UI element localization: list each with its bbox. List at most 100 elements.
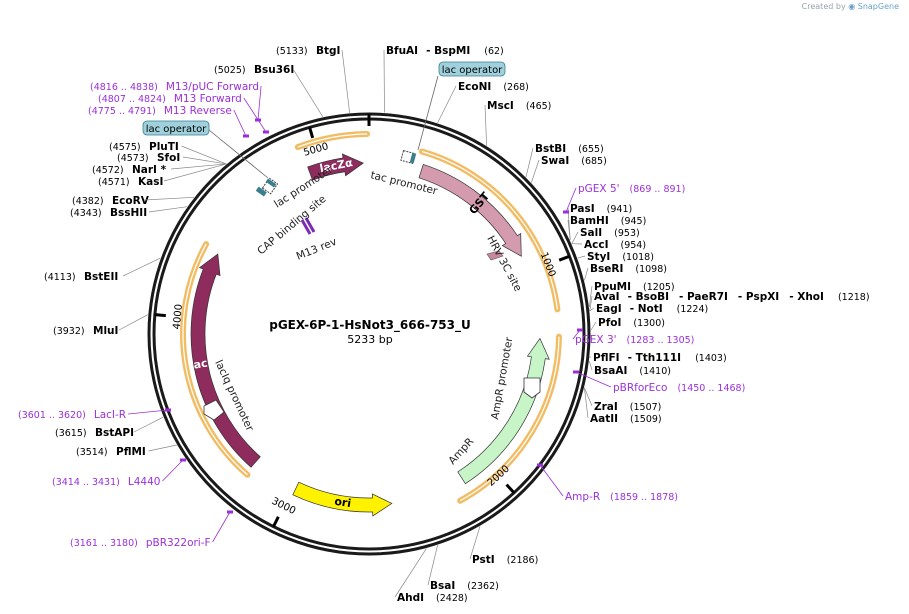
enzyme-pos-sfoi: (4573) [117,153,149,164]
orf-glow-core-2 [459,336,560,502]
enzyme-swai: SwaI(685) [531,155,607,183]
feature-lacz [307,153,364,181]
enzyme-leader-econi [437,85,457,124]
enzyme-leader-bseri [584,267,589,281]
enzyme-leader-btgi [341,49,350,113]
enzyme-leader-ahdi [394,548,427,598]
primer-amp-r: Amp-R(1859 .. 1878) [537,463,678,503]
primer-l4440: (3414 .. 3431)L4440 [52,458,186,488]
enzyme-pfoi: PfoI(1300) [590,317,665,331]
enzyme-name-btgi: BtgI [316,45,340,57]
enzyme-pos-bamhi: (945) [621,216,647,227]
lac-operator-text-left: lac operator [146,124,207,135]
enzyme-name-econi: EcoNI [458,81,491,93]
enzyme-leader-swai [531,159,540,183]
enzyme-leader-pfoi [590,321,597,331]
enzyme-seg-tth111i: - Tth111I [628,352,682,364]
lac-operator-box-tag-left [142,120,210,136]
hrv-3c-site-shape [486,250,504,261]
feature-label-lacz: lacZα [319,156,355,175]
enzyme-pos-pflmi: (3514) [76,447,108,458]
primer-mark-pbr322ori-f [227,510,233,514]
primer-name-pgex-5: pGEX 5' [578,183,620,195]
m13-rev-primer-shape [300,217,316,235]
enzyme-pos-acci: (954) [620,240,646,251]
enzyme-leader-bsshii [148,206,188,213]
plasmid-name: pGEX-6P-1-HsNot3_666-753_U [269,318,471,332]
enzyme-pos-pflfi: (1403) [695,353,727,364]
enzyme-pos-kasi: (4571) [98,177,130,188]
enzyme-name-sfoi: SfoI [157,152,180,164]
enzyme-name-eagi: EagI [596,303,622,315]
enzyme-pos-zrai: (1507) [630,402,662,413]
enzyme-pos-bstapi: (3615) [55,428,87,439]
tick-2000 [505,483,516,494]
primer-name-pgex-3: pGEX 3' [575,334,617,346]
enzyme-name-pfoi: PfoI [598,317,621,329]
enzyme-aatii: AatII(1509) [584,387,662,425]
enzyme-name-bstbi: BstBI [535,143,566,155]
brand-created-by: Created by [801,2,846,11]
lac-operator-leader-left [208,129,269,179]
ampr-promoter-label: AmpR promoter [489,336,515,421]
enzyme-leader-sali [571,231,579,244]
enzyme-pos-swai: (685) [581,156,607,167]
enzyme-pos-nari: (4572) [92,165,124,176]
enzyme-name-psti: PstI [472,554,495,566]
orf-glow-core-3 [182,243,248,476]
primer-range-pbr322ori-f: (3161 .. 3180) [70,538,138,549]
enzyme-avai: AvaI- BsoBI- PaeR7I- PspXI- XhoI(1218) [589,291,870,311]
enzyme-name-pluti: PluTI [149,141,179,153]
orf-glow-core-1 [421,150,558,310]
primer-name-m13-forward: M13 Forward [174,93,242,105]
enzyme-pos-eagi: (1224) [677,304,709,315]
lac-operator-callout-left: lac operator [142,120,269,179]
enzyme-nari: (4572)NarI * [92,163,227,176]
enzyme-btgi: (5133)BtgI [276,45,350,113]
tick-4000 [154,313,166,318]
primer-leader-pbrforeco [575,371,612,388]
enzyme-pos-bstbi: (655) [578,144,604,155]
enzyme-pluti: (4575)PluTI [109,141,227,165]
enzyme-leader-avai [589,295,593,311]
enzyme-bseri: BseRI(1098) [584,263,667,281]
enzyme-leader-sfoi [182,156,227,165]
orf-glow-core-0 [297,133,368,148]
lac-operator-leader-right [417,75,439,151]
lac-operator-callout-right: lac operator [417,61,506,151]
enzyme-leader-kasi [163,163,227,182]
enzyme-leader-eagi [589,307,595,312]
enzyme-seg-bsobi: - BsoBI [628,291,669,303]
tick-3000 [272,516,280,528]
enzyme-psti: PstI(2186) [469,526,538,566]
tick-5000 [308,126,315,139]
enzyme-pos-aatii: (1509) [630,414,662,425]
enzyme-ppumi: PpuMI(1205) [588,281,675,307]
primer-range-m13-forward: (4807 .. 4824) [98,94,166,105]
enzyme-kasi: (4571)KasI [98,163,227,188]
enzyme-name-msci: MscI [487,100,514,112]
enzyme-name-sali: SalI [580,227,602,239]
primer-range-l4440: (3414 .. 3431) [52,477,120,488]
enzyme-leader-bsu36i [292,68,324,118]
enzyme-seg2-paer7i: - PaeR7I [679,291,728,303]
tick-label-3000: 3000 [270,496,298,517]
enzyme-name-bstapi: BstAPI [95,427,134,439]
enzyme-name-ecorv: EcoRV [112,195,150,207]
enzyme-leader-bstbi [525,147,534,178]
primer-pgex-5: pGEX 5'(869 .. 891) [563,183,685,214]
enzyme-bsu36i: (5025)Bsu36I [214,64,324,118]
enzyme-name-pflmi: PflMI [116,446,146,458]
enzyme-leader-bamhi [567,219,571,241]
enzyme-pos-bsu36i: (5025) [214,65,246,76]
primer-name-laci-r: LacI-R [94,409,126,421]
primer-range-amp-r: (1859 .. 1878) [610,492,678,503]
enzyme-zrai: ZraI(1507) [584,387,662,413]
primer-name-pbr322ori-f: pBR322ori-F [146,537,211,549]
enzyme-layer: (5133)BtgI(5025)Bsu36I (4575)PluTI(4573) S… [44,45,870,604]
enzyme-msci: MscI(465) [484,100,551,146]
primer-leader-m13-forward [243,97,267,133]
primer-mark-amp-r [537,463,543,467]
